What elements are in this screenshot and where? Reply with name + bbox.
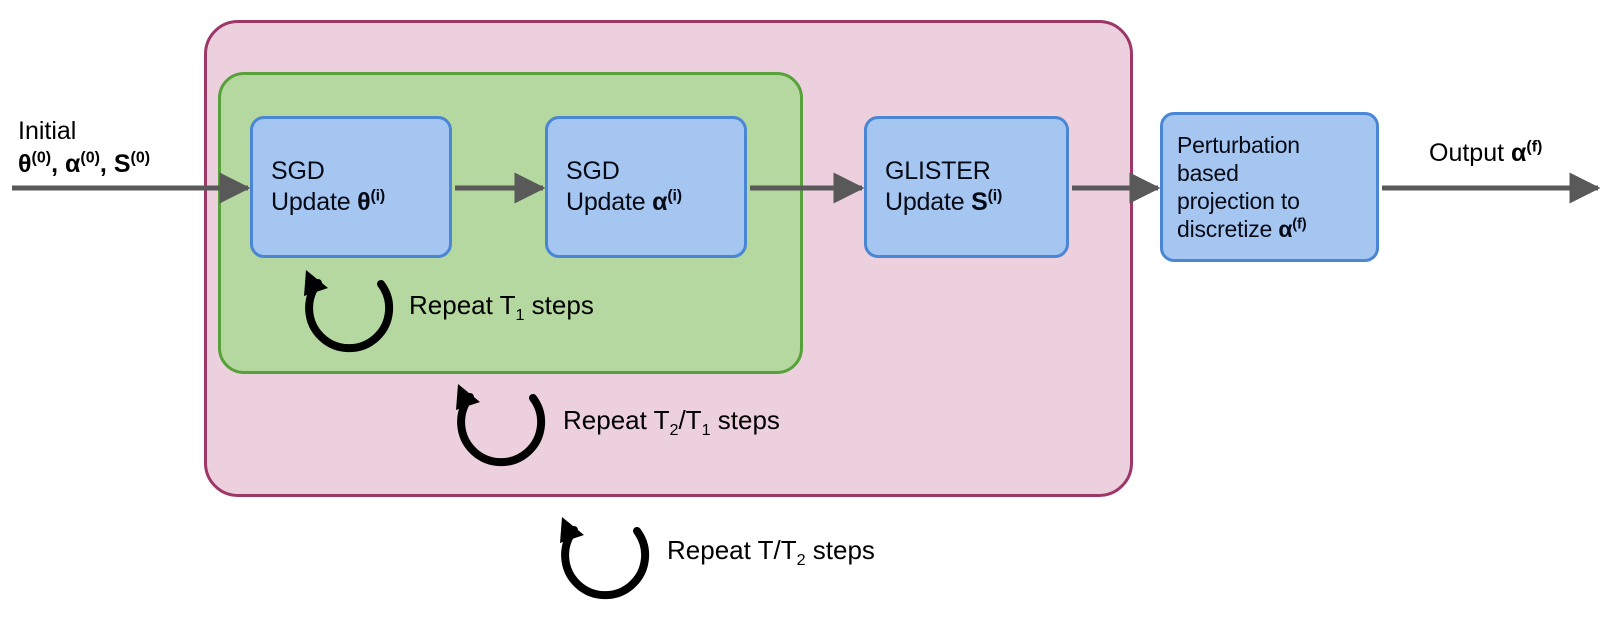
- process-box-sgd-update-alpha[interactable]: SGD Update α(i): [545, 116, 747, 258]
- loop-label-subscript: 2: [796, 551, 806, 570]
- loop-label-repeat-t2-over-t1: Repeat T2/T1 steps: [563, 405, 780, 440]
- process-box-perturbation-projection[interactable]: Perturbation based projection to discret…: [1160, 112, 1379, 262]
- box-line-1: GLISTER: [885, 157, 991, 185]
- process-box-glister-update-subset[interactable]: GLISTER Update S(i): [864, 116, 1069, 258]
- loop-label-repeat-t1: Repeat T1 steps: [409, 290, 594, 325]
- loop-label-repeat-t-over-t2: Repeat T/T2 steps: [667, 535, 875, 570]
- loop-label-subscript: 2: [669, 421, 679, 440]
- loop-label-suffix: steps: [524, 290, 594, 320]
- box-line-1: SGD: [566, 157, 620, 185]
- box-line-4-prefix: discretize: [1177, 216, 1279, 243]
- box-line-3: projection to: [1177, 188, 1300, 214]
- loop-label-prefix: Repeat T: [409, 290, 516, 320]
- input-label-line2: θ(0), α(0), S(0): [18, 149, 151, 178]
- box-line-1: Perturbation: [1177, 131, 1300, 158]
- box-line-2-symbol: α(i): [652, 187, 682, 216]
- loop-label-prefix: Repeat T/T: [667, 535, 797, 565]
- loop-label-suffix: steps: [805, 535, 875, 565]
- box-line-2: Update S(i): [885, 187, 1066, 218]
- loop-label-suffix: steps: [710, 405, 780, 435]
- loop-label-prefix: Repeat T: [563, 405, 670, 435]
- input-alpha: α(0): [64, 149, 100, 178]
- output-alpha-symbol: α(f): [1511, 138, 1543, 167]
- circular-loop-arrow-icon-tt2: [560, 517, 650, 600]
- process-box-sgd-update-theta[interactable]: SGD Update θ(i): [250, 116, 452, 258]
- input-theta: θ(0): [18, 149, 52, 178]
- box-line-4-symbol: α(f): [1278, 216, 1307, 243]
- box-line-2-prefix: Update: [566, 188, 653, 216]
- box-line-2: Update α(i): [566, 187, 744, 218]
- box-line-1: SGD: [271, 157, 325, 185]
- box-line-2: Update θ(i): [271, 187, 449, 218]
- input-subset: S(0): [113, 149, 151, 178]
- output-label-text: Output: [1429, 139, 1505, 167]
- box-line-2-prefix: Update: [271, 188, 358, 216]
- box-line-2-symbol: θ(i): [357, 187, 386, 216]
- input-label-line1: Initial: [18, 117, 77, 145]
- loop-label-middle: /T: [678, 405, 702, 435]
- box-line-2-symbol: S(i): [971, 187, 1003, 216]
- output-label: Output α(f): [1429, 137, 1542, 170]
- box-line-4: discretize α(f): [1177, 215, 1376, 243]
- loop-label-subscript-2: 1: [701, 421, 711, 440]
- box-line-2: based: [1177, 159, 1239, 186]
- box-line-2-prefix: Update: [885, 188, 972, 216]
- loop-label-subscript: 1: [515, 306, 525, 325]
- input-label: Initial θ(0), α(0), S(0): [18, 115, 150, 180]
